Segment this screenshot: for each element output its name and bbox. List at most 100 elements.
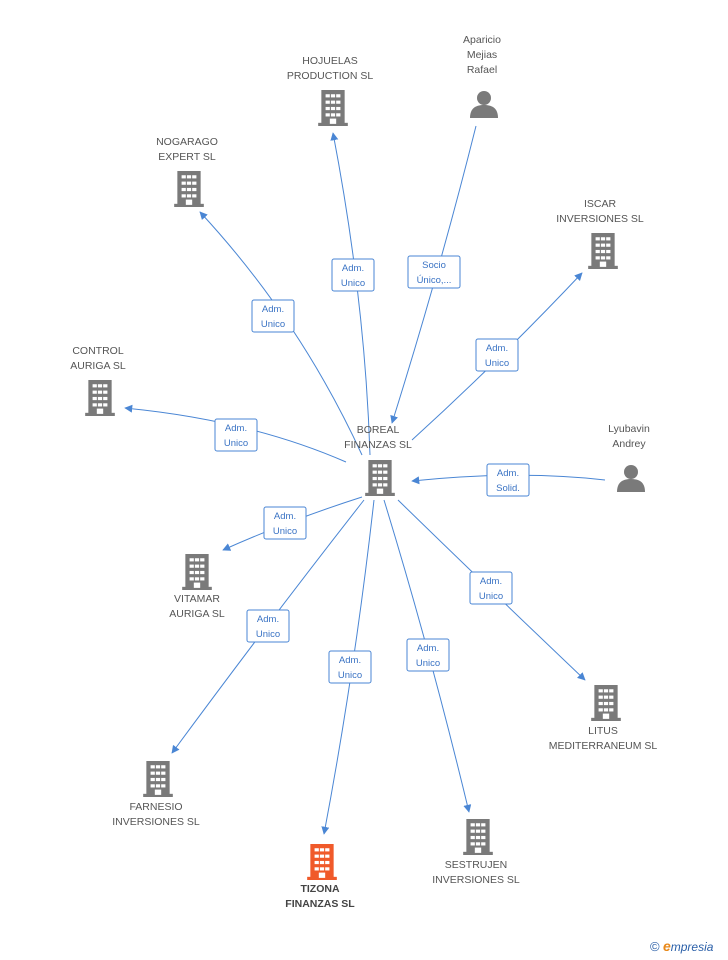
edge-label-box bbox=[328, 650, 372, 684]
node-label: BOREAL bbox=[357, 424, 400, 436]
node-label: MEDITERRANEUM SL bbox=[549, 740, 658, 752]
edge-label-text: Solid. bbox=[496, 483, 520, 494]
edge-label[interactable]: Adm. Unico bbox=[263, 506, 307, 540]
edge-label-box bbox=[246, 609, 290, 643]
edge-label-text: Adm. bbox=[486, 343, 508, 354]
node-label: Mejias bbox=[467, 49, 497, 61]
node-nogarago[interactable]: NOGARAGO EXPERT SL bbox=[156, 136, 218, 207]
edge-label-box bbox=[251, 299, 295, 333]
node-label: EXPERT SL bbox=[158, 151, 216, 163]
building-icon bbox=[588, 233, 618, 269]
node-label: Andrey bbox=[612, 438, 646, 450]
building-icon bbox=[143, 761, 173, 797]
nodes-layer: BOREAL FINANZAS SL HOJUELAS PRODUCTION SL Ap… bbox=[70, 34, 657, 910]
node-label: INVERSIONES SL bbox=[432, 874, 520, 886]
edge-label[interactable]: Adm. Unico bbox=[214, 418, 258, 452]
node-control[interactable]: CONTROL AURIGA SL bbox=[70, 345, 126, 416]
edge-boreal-iscar: Adm. Unico bbox=[411, 272, 583, 441]
edge-lyubavin-boreal: Adm. Solid. bbox=[411, 463, 606, 497]
edge-boreal-nogarago: Adm. Unico bbox=[199, 211, 363, 456]
node-label: NOGARAGO bbox=[156, 136, 218, 148]
edge-label-text: Unico bbox=[416, 658, 440, 669]
edge-boreal-hojuelas: Adm. Unico bbox=[330, 132, 375, 456]
edge-label[interactable]: Adm. Solid. bbox=[486, 463, 530, 497]
edge-label-text: Unico bbox=[224, 438, 248, 449]
node-sestrujen[interactable]: SESTRUJEN INVERSIONES SL bbox=[432, 819, 520, 886]
node-label: VITAMAR bbox=[174, 593, 220, 605]
edge-label[interactable]: Adm.Unico bbox=[251, 299, 295, 333]
building-icon bbox=[591, 685, 621, 721]
node-label: AURIGA SL bbox=[169, 608, 225, 620]
edge-label[interactable]: Adm.Unico bbox=[246, 609, 290, 643]
node-label: Lyubavin bbox=[608, 423, 650, 435]
building-icon bbox=[463, 819, 493, 855]
edge-label-box bbox=[263, 506, 307, 540]
node-boreal[interactable]: BOREAL FINANZAS SL bbox=[344, 424, 412, 496]
empresia-logo[interactable]: © empresia bbox=[650, 938, 713, 954]
edge-label-box bbox=[469, 571, 513, 605]
edge-label-text: Unico bbox=[273, 526, 297, 537]
edge-label-box bbox=[406, 638, 450, 672]
edge-label-box bbox=[486, 463, 530, 497]
edge-label[interactable]: Adm.Unico bbox=[328, 650, 372, 684]
node-label: Aparicio bbox=[463, 34, 501, 46]
node-label: INVERSIONES SL bbox=[112, 816, 200, 828]
edge-label-text: Adm. bbox=[257, 614, 279, 625]
node-tizona[interactable]: TIZONA FINANZAS SL bbox=[285, 844, 355, 910]
edge-boreal-vitamar: Adm. Unico bbox=[222, 496, 363, 551]
edge-label-box bbox=[214, 418, 258, 452]
node-label: INVERSIONES SL bbox=[556, 213, 644, 225]
edge-label[interactable]: Adm. Unico bbox=[469, 571, 513, 605]
node-litus[interactable]: LITUS MEDITERRANEUM SL bbox=[549, 685, 658, 752]
node-label: FINANZAS SL bbox=[344, 439, 412, 451]
node-farnesio[interactable]: FARNESIO INVERSIONES SL bbox=[112, 761, 200, 828]
node-label: FINANZAS SL bbox=[285, 898, 355, 910]
edge-line bbox=[330, 132, 371, 456]
edge-label-text: Unico bbox=[338, 670, 362, 681]
building-icon bbox=[182, 554, 212, 590]
edge-label[interactable]: Adm. Unico bbox=[475, 338, 519, 372]
edge-boreal-control: Adm. Unico bbox=[124, 404, 347, 463]
edge-label-text: Adm. bbox=[480, 576, 502, 587]
edge-label-text: Adm. bbox=[262, 304, 284, 315]
edge-boreal-tizona: Adm.Unico bbox=[321, 499, 375, 835]
node-label: CONTROL bbox=[72, 345, 123, 357]
edge-aparicio-boreal: SocioÚnico,... bbox=[390, 125, 477, 424]
node-label: Rafael bbox=[467, 64, 497, 76]
node-label: SESTRUJEN bbox=[445, 859, 507, 871]
node-label: AURIGA SL bbox=[70, 360, 126, 372]
edge-label-text: Adm. bbox=[274, 511, 296, 522]
edge-label[interactable]: Adm.Unico bbox=[406, 638, 450, 672]
node-label: HOJUELAS bbox=[302, 55, 357, 67]
building-icon bbox=[307, 844, 337, 880]
edge-boreal-litus: Adm. Unico bbox=[397, 499, 586, 681]
edges-layer: Adm.UnicoSocioÚnico,...Adm.UnicoAdm.Unic… bbox=[124, 125, 606, 835]
edge-label-text: Adm. bbox=[342, 263, 364, 274]
person-icon bbox=[470, 91, 498, 118]
node-label: FARNESIO bbox=[129, 801, 182, 813]
edge-label-text: Socio bbox=[422, 260, 446, 271]
node-hojuelas[interactable]: HOJUELAS PRODUCTION SL bbox=[287, 55, 374, 126]
node-vitamar[interactable]: VITAMAR AURIGA SL bbox=[169, 554, 225, 620]
building-icon bbox=[174, 171, 204, 207]
edge-label-box bbox=[475, 338, 519, 372]
edge-label-text: Unico bbox=[341, 278, 365, 289]
edge-label-box bbox=[331, 258, 375, 292]
edge-label-text: Único,... bbox=[417, 275, 452, 286]
node-label: PRODUCTION SL bbox=[287, 70, 374, 82]
edge-label[interactable]: SocioÚnico,... bbox=[407, 255, 461, 289]
edge-label-text: Adm. bbox=[497, 468, 519, 479]
edge-label-text: Unico bbox=[485, 358, 509, 369]
brand-name: mpresia bbox=[670, 940, 714, 954]
edge-label-text: Unico bbox=[479, 591, 503, 602]
person-icon bbox=[617, 465, 645, 492]
edge-boreal-farnesio: Adm. Unico bbox=[171, 499, 365, 754]
node-label: LITUS bbox=[588, 725, 618, 737]
edge-label-text: Adm. bbox=[225, 423, 247, 434]
edge-label[interactable]: Adm. Unico bbox=[331, 258, 375, 292]
node-label: TIZONA bbox=[300, 883, 339, 895]
